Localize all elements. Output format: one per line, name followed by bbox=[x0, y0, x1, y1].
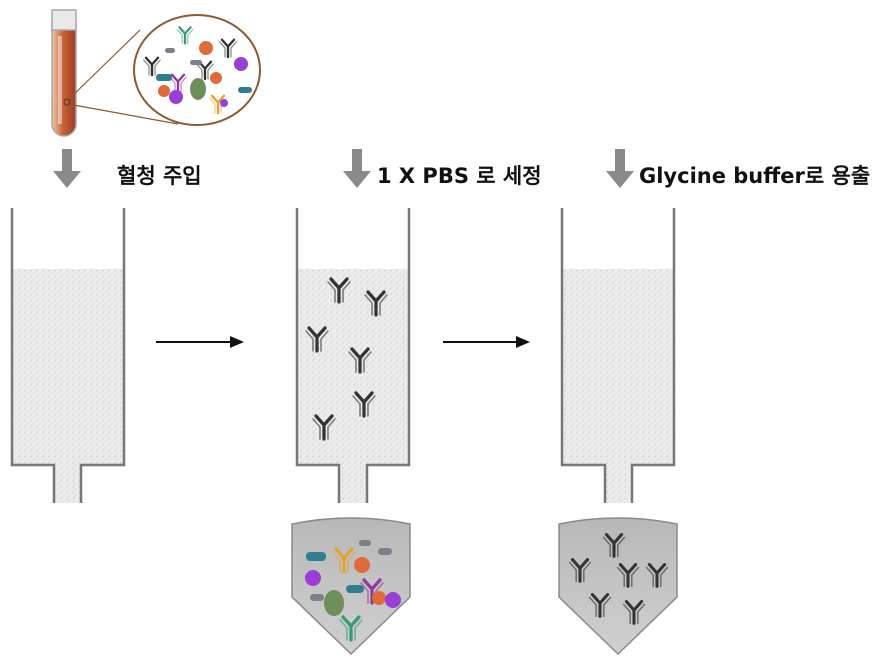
step1-down-arrow bbox=[53, 149, 81, 188]
zoom-origin bbox=[63, 98, 71, 106]
flowthrough-funnel bbox=[291, 517, 411, 656]
zoom-line-bottom bbox=[67, 103, 179, 125]
column-3 bbox=[560, 208, 676, 503]
zoom-line-top bbox=[67, 29, 141, 101]
serum-tube bbox=[51, 9, 77, 137]
column-2 bbox=[295, 208, 411, 503]
step3-down-arrow bbox=[606, 149, 634, 188]
step2-down-arrow bbox=[343, 149, 371, 188]
step-label-pbs-wash: 1 X PBS 로 세정 bbox=[377, 164, 542, 188]
eluate-funnel bbox=[558, 517, 678, 656]
unbound-proteins bbox=[305, 540, 401, 642]
serum-zoom-circle bbox=[133, 14, 261, 126]
process-arrow-2 bbox=[443, 336, 530, 348]
step-label-glycine-elution: Glycine buffer로 용출 bbox=[639, 164, 871, 188]
process-arrow-1 bbox=[156, 336, 244, 348]
column-1 bbox=[10, 208, 126, 503]
step-label-serum-injection: 혈청 주입 bbox=[117, 164, 202, 188]
